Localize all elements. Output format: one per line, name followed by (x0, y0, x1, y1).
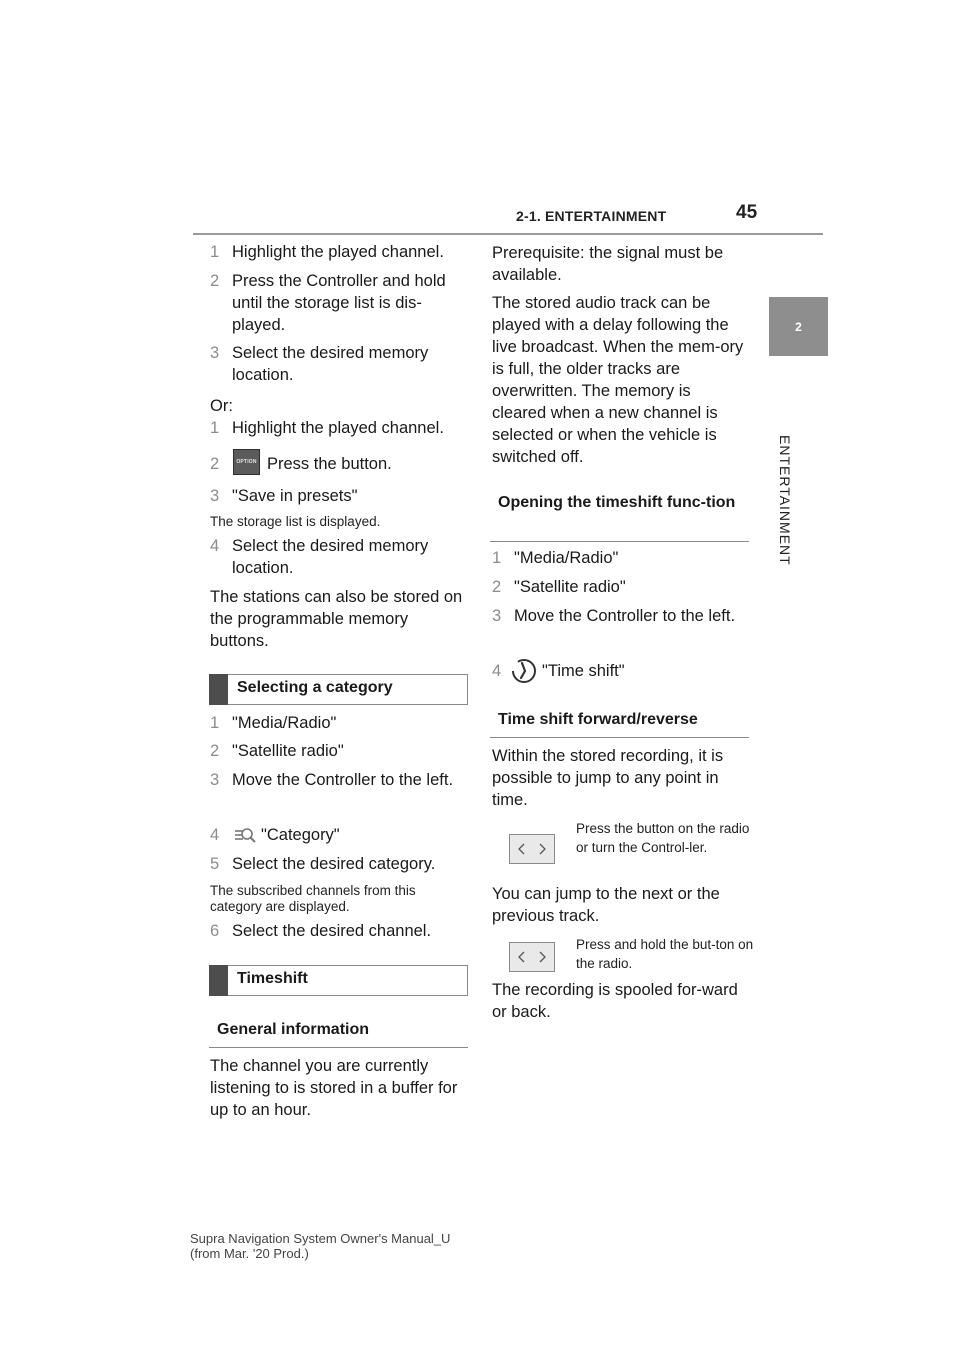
step-text: Select the desired memory location. (232, 344, 429, 384)
para-stations: The stations can also be stored on the p… (210, 588, 463, 650)
step-text: Highlight the played channel. (232, 243, 444, 261)
step-number: 2 (492, 578, 502, 596)
step-number: 4 (492, 662, 502, 680)
step-number: 3 (492, 607, 502, 625)
heading-bar (209, 965, 228, 996)
page-number: 45 (736, 202, 758, 223)
heading-text: Timeshift (237, 970, 308, 987)
step-number: 1 (210, 714, 220, 732)
step-number: 5 (210, 855, 220, 873)
step-text: "Category" (261, 826, 340, 844)
skip-arrows-icon (518, 951, 546, 963)
skip-button-1 (509, 834, 555, 864)
note-storage: The storage list is displayed. (210, 514, 381, 529)
step-text: Highlight the played channel. (232, 419, 444, 437)
skip-button-2 (509, 942, 555, 972)
step-text: Move the Controller to the left. (232, 771, 454, 789)
step-number: 4 (210, 826, 220, 844)
step-text: "Save in presets" (232, 487, 358, 505)
step-text: Move the Controller to the left. (514, 607, 736, 625)
or-label: Or: (210, 397, 233, 415)
step-text: "Time shift" (542, 662, 625, 680)
step-number: 1 (492, 549, 502, 567)
para-spooled: The recording is spooled for-ward or bac… (492, 981, 738, 1021)
note-subscribed: The subscribed channels from this catego… (210, 883, 416, 914)
heading-text: Time shift forward/reverse (498, 711, 698, 728)
step-number: 2 (210, 455, 220, 473)
para-buffer: The channel you are currently listening … (210, 1057, 458, 1119)
step-number: 4 (210, 537, 220, 555)
step-text: "Satellite radio" (514, 578, 626, 596)
heading-selecting-category: Selecting a category (209, 674, 468, 705)
para-jump: You can jump to the next or the previous… (492, 885, 720, 925)
step-text: "Satellite radio" (232, 742, 344, 760)
step-number: 3 (210, 344, 220, 362)
heading-text: Selecting a category (237, 679, 393, 696)
button-note-2: Press and hold the but-ton on the radio. (576, 937, 754, 971)
para-stored: The stored audio track can be played wit… (492, 294, 744, 466)
footer-line-2: (from Mar. '20 Prod.) (190, 1246, 309, 1261)
heading-timeshift: Timeshift (209, 965, 468, 996)
footer-line-1: Supra Navigation System Owner's Manual_U (190, 1231, 451, 1246)
step-text: Select the desired channel. (232, 922, 432, 940)
time-shift-icon (511, 659, 536, 683)
heading-opening-timeshift: Opening the timeshift func-tion (490, 491, 749, 542)
heading-time-shift-forward-reverse: Time shift forward/reverse (490, 707, 749, 738)
chapter-label-text: ENTERTAINMENT (777, 435, 793, 566)
step-number: 1 (210, 419, 220, 437)
step-number: 3 (210, 487, 220, 505)
step-text: Press the button. (267, 455, 392, 473)
step-number: 2 (210, 742, 220, 760)
step-number: 1 (210, 243, 220, 261)
category-icon (235, 828, 256, 843)
header-rule (193, 233, 823, 235)
chapter-tab: 2 (769, 297, 828, 356)
step-text: Press the Controller and hold until the … (232, 272, 446, 334)
heading-bar (209, 674, 228, 705)
option-button-icon: OPTION (233, 449, 260, 475)
step-text: "Media/Radio" (232, 714, 337, 732)
step-number: 2 (210, 272, 220, 290)
step-text: Select the desired category. (232, 855, 436, 873)
heading-general-information: General information (209, 1015, 468, 1048)
step-text: "Media/Radio" (514, 549, 619, 567)
step-number: 3 (210, 771, 220, 789)
heading-text: Opening the timeshift func-tion (498, 494, 736, 511)
skip-arrows-icon (518, 843, 546, 855)
step-text: Select the desired memory location. (232, 537, 429, 577)
section-title: 2-1. ENTERTAINMENT (516, 208, 667, 224)
para-within: Within the stored recording, it is possi… (492, 747, 724, 809)
para-prerequisite: Prerequisite: the signal must be availab… (492, 244, 724, 284)
heading-text: General information (217, 1021, 370, 1038)
footer: Supra Navigation System Owner's Manual_U… (190, 1231, 450, 1261)
step-number: 6 (210, 922, 220, 940)
button-note-1: Press the button on the radio or turn th… (576, 821, 750, 855)
